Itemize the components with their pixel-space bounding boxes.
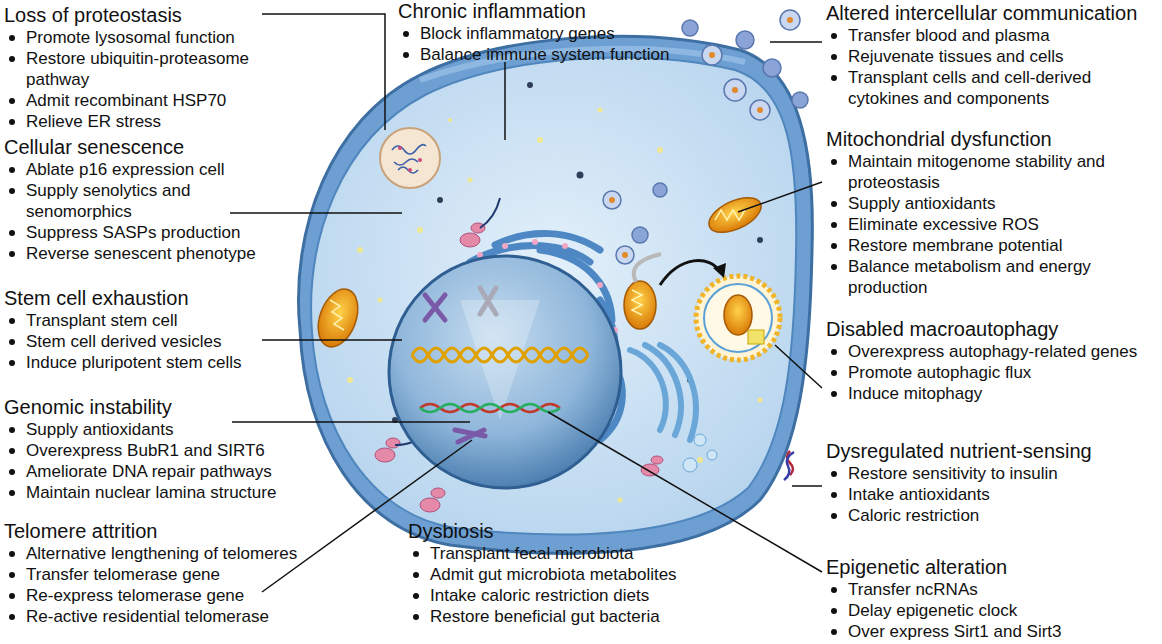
intervention-item: Promote autophagic flux <box>826 362 1160 383</box>
hallmark-heading: Loss of proteostasis <box>4 4 304 27</box>
hallmark-heading: Mitochondrial dysfunction <box>826 128 1160 151</box>
intervention-item: Restore membrane potential <box>826 235 1160 256</box>
intervention-item: Rejuvenate tissues and cells <box>826 46 1160 67</box>
intervention-item: Induce mitophagy <box>826 383 1160 404</box>
hallmark-group: Mitochondrial dysfunctionMaintain mitoge… <box>826 128 1160 298</box>
intervention-item: Restore beneficial gut bacteria <box>408 606 708 627</box>
intervention-item: Transfer blood and plasma <box>826 25 1160 46</box>
intervention-item: Block inflammatory genes <box>398 23 688 44</box>
hallmark-group: Cellular senescenceAblate p16 expression… <box>4 136 296 264</box>
intervention-item: Over express Sirt1 and Sirt3 <box>826 621 1160 642</box>
intervention-item: Suppress SASPs production <box>4 222 296 243</box>
hallmark-group: Epigenetic alterationTransfer ncRNAsDela… <box>826 556 1160 642</box>
intervention-item: Restore ubiquitin-proteasome pathway <box>4 48 304 90</box>
intervention-item: Restore sensitivity to insulin <box>826 463 1160 484</box>
hallmark-group: Stem cell exhaustionTransplant stem cell… <box>4 287 304 373</box>
hallmark-heading: Disabled macroautophagy <box>826 318 1160 341</box>
leader-lines <box>230 14 822 592</box>
intervention-item: Intake caloric restriction diets <box>408 585 708 606</box>
hallmark-group: Telomere attritionAlternative lengthenin… <box>4 520 304 627</box>
intervention-item: Eliminate excessive ROS <box>826 214 1160 235</box>
hallmark-heading: Stem cell exhaustion <box>4 287 304 310</box>
intervention-item: Alternative lengthening of telomeres <box>4 543 304 564</box>
hallmark-group: Loss of proteostasisPromote lysosomal fu… <box>4 4 304 132</box>
intervention-item: Re-express telomerase gene <box>4 585 304 606</box>
hallmark-group: DysbiosisTransplant fecal microbiotaAdmi… <box>408 520 708 627</box>
intervention-item: Re-active residential telomerase <box>4 606 304 627</box>
hallmark-heading: Epigenetic alteration <box>826 556 1160 579</box>
intervention-item: Balance immune system function <box>398 44 688 65</box>
hallmark-heading: Dysbiosis <box>408 520 708 543</box>
intervention-item: Supply senolytics and senomorphics <box>4 180 296 222</box>
hallmark-heading: Dysregulated nutrient-sensing <box>826 440 1160 463</box>
intervention-item: Transplant stem cell <box>4 310 304 331</box>
intervention-item: Ablate p16 expression cell <box>4 159 296 180</box>
intervention-item: Transfer telomerase gene <box>4 564 304 585</box>
intervention-item: Overexpress autophagy-related genes <box>826 341 1160 362</box>
intervention-item: Supply antioxidants <box>826 193 1160 214</box>
intervention-item: Transplant fecal microbiota <box>408 543 708 564</box>
intervention-item: Relieve ER stress <box>4 111 304 132</box>
intervention-item: Overexpress BubR1 and SIRT6 <box>4 440 304 461</box>
intervention-item: Reverse senescent phenotype <box>4 243 296 264</box>
hallmark-heading: Chronic inflammation <box>398 0 688 23</box>
intervention-item: Transplant cells and cell-derived cytoki… <box>826 67 1160 109</box>
hallmark-heading: Cellular senescence <box>4 136 296 159</box>
intervention-item: Balance metabolism and energy production <box>826 256 1160 298</box>
intervention-item: Admit gut microbiota metabolites <box>408 564 708 585</box>
intervention-item: Transfer ncRNAs <box>826 579 1160 600</box>
intervention-item: Maintain mitogenome stability and proteo… <box>826 151 1160 193</box>
hallmark-group: Dysregulated nutrient-sensingRestore sen… <box>826 440 1160 526</box>
intervention-item: Stem cell derived vesicles <box>4 331 304 352</box>
hallmark-group: Disabled macroautophagyOverexpress autop… <box>826 318 1160 404</box>
intervention-item: Admit recombinant HSP70 <box>4 90 304 111</box>
intervention-item: Induce pluripotent stem cells <box>4 352 304 373</box>
hallmark-group: Genomic instabilitySupply antioxidantsOv… <box>4 396 304 503</box>
hallmark-heading: Telomere attrition <box>4 520 304 543</box>
hallmark-heading: Genomic instability <box>4 396 304 419</box>
intervention-item: Promote lysosomal function <box>4 27 304 48</box>
intervention-item: Maintain nuclear lamina structure <box>4 482 304 503</box>
hallmark-group: Chronic inflammationBlock inflammatory g… <box>398 0 688 65</box>
intervention-item: Intake antioxidants <box>826 484 1160 505</box>
hallmark-heading: Altered intercellular communication <box>826 2 1160 25</box>
hallmark-group: Altered intercellular communicationTrans… <box>826 2 1160 109</box>
intervention-item: Ameliorate DNA repair pathways <box>4 461 304 482</box>
intervention-item: Delay epigenetic clock <box>826 600 1160 621</box>
intervention-item: Caloric restriction <box>826 505 1160 526</box>
intervention-item: Supply antioxidants <box>4 419 304 440</box>
